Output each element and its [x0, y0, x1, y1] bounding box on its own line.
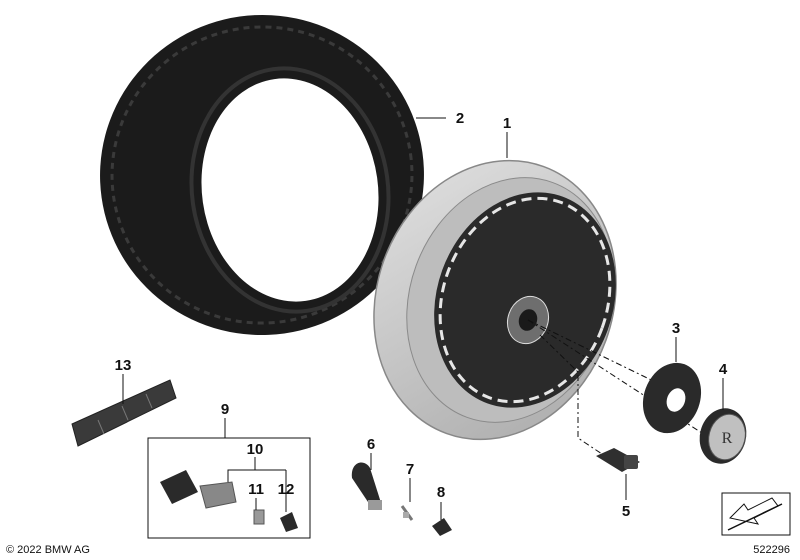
callout-2: 2: [456, 110, 464, 127]
callout-numbers: 1 2 3 4 5 6 7 8 9 10 11 12 13: [115, 110, 728, 520]
tpms-kit-box: [147, 437, 311, 539]
balance-weight[interactable]: [71, 379, 177, 447]
callout-8: 8: [437, 484, 445, 501]
sensor-valve-cap[interactable]: [280, 512, 298, 532]
callout-9: 9: [221, 401, 229, 418]
center-ring[interactable]: [633, 355, 710, 442]
callout-10: 10: [247, 441, 264, 458]
leader-lines: [122, 117, 724, 520]
valve-core[interactable]: [400, 505, 414, 521]
callout-1: 1: [503, 115, 511, 132]
arrow-to-diagram-icon[interactable]: [721, 492, 791, 536]
hub-cap-logo: R: [722, 430, 733, 447]
tpms-sensor[interactable]: [160, 470, 237, 509]
copyright-text: © 2022 BMW AG: [6, 544, 90, 556]
callout-13: 13: [115, 357, 132, 374]
callout-6: 6: [367, 436, 375, 453]
tire[interactable]: [79, 0, 444, 356]
wheel-bolt[interactable]: [596, 448, 640, 472]
diagram-id: 522296: [753, 544, 790, 556]
sensor-valve-screw[interactable]: [253, 509, 265, 525]
callout-3: 3: [672, 320, 680, 337]
callout-5: 5: [622, 503, 630, 520]
valve-cap[interactable]: [432, 518, 452, 536]
callout-11: 11: [248, 481, 264, 498]
hub-cap[interactable]: R: [694, 403, 753, 469]
assembly-lines: [527, 319, 706, 455]
tire-valve[interactable]: [351, 462, 382, 510]
callout-7: 7: [406, 461, 414, 478]
wheel-rim[interactable]: [336, 126, 655, 474]
callout-4: 4: [719, 361, 728, 378]
callout-12: 12: [278, 481, 295, 498]
